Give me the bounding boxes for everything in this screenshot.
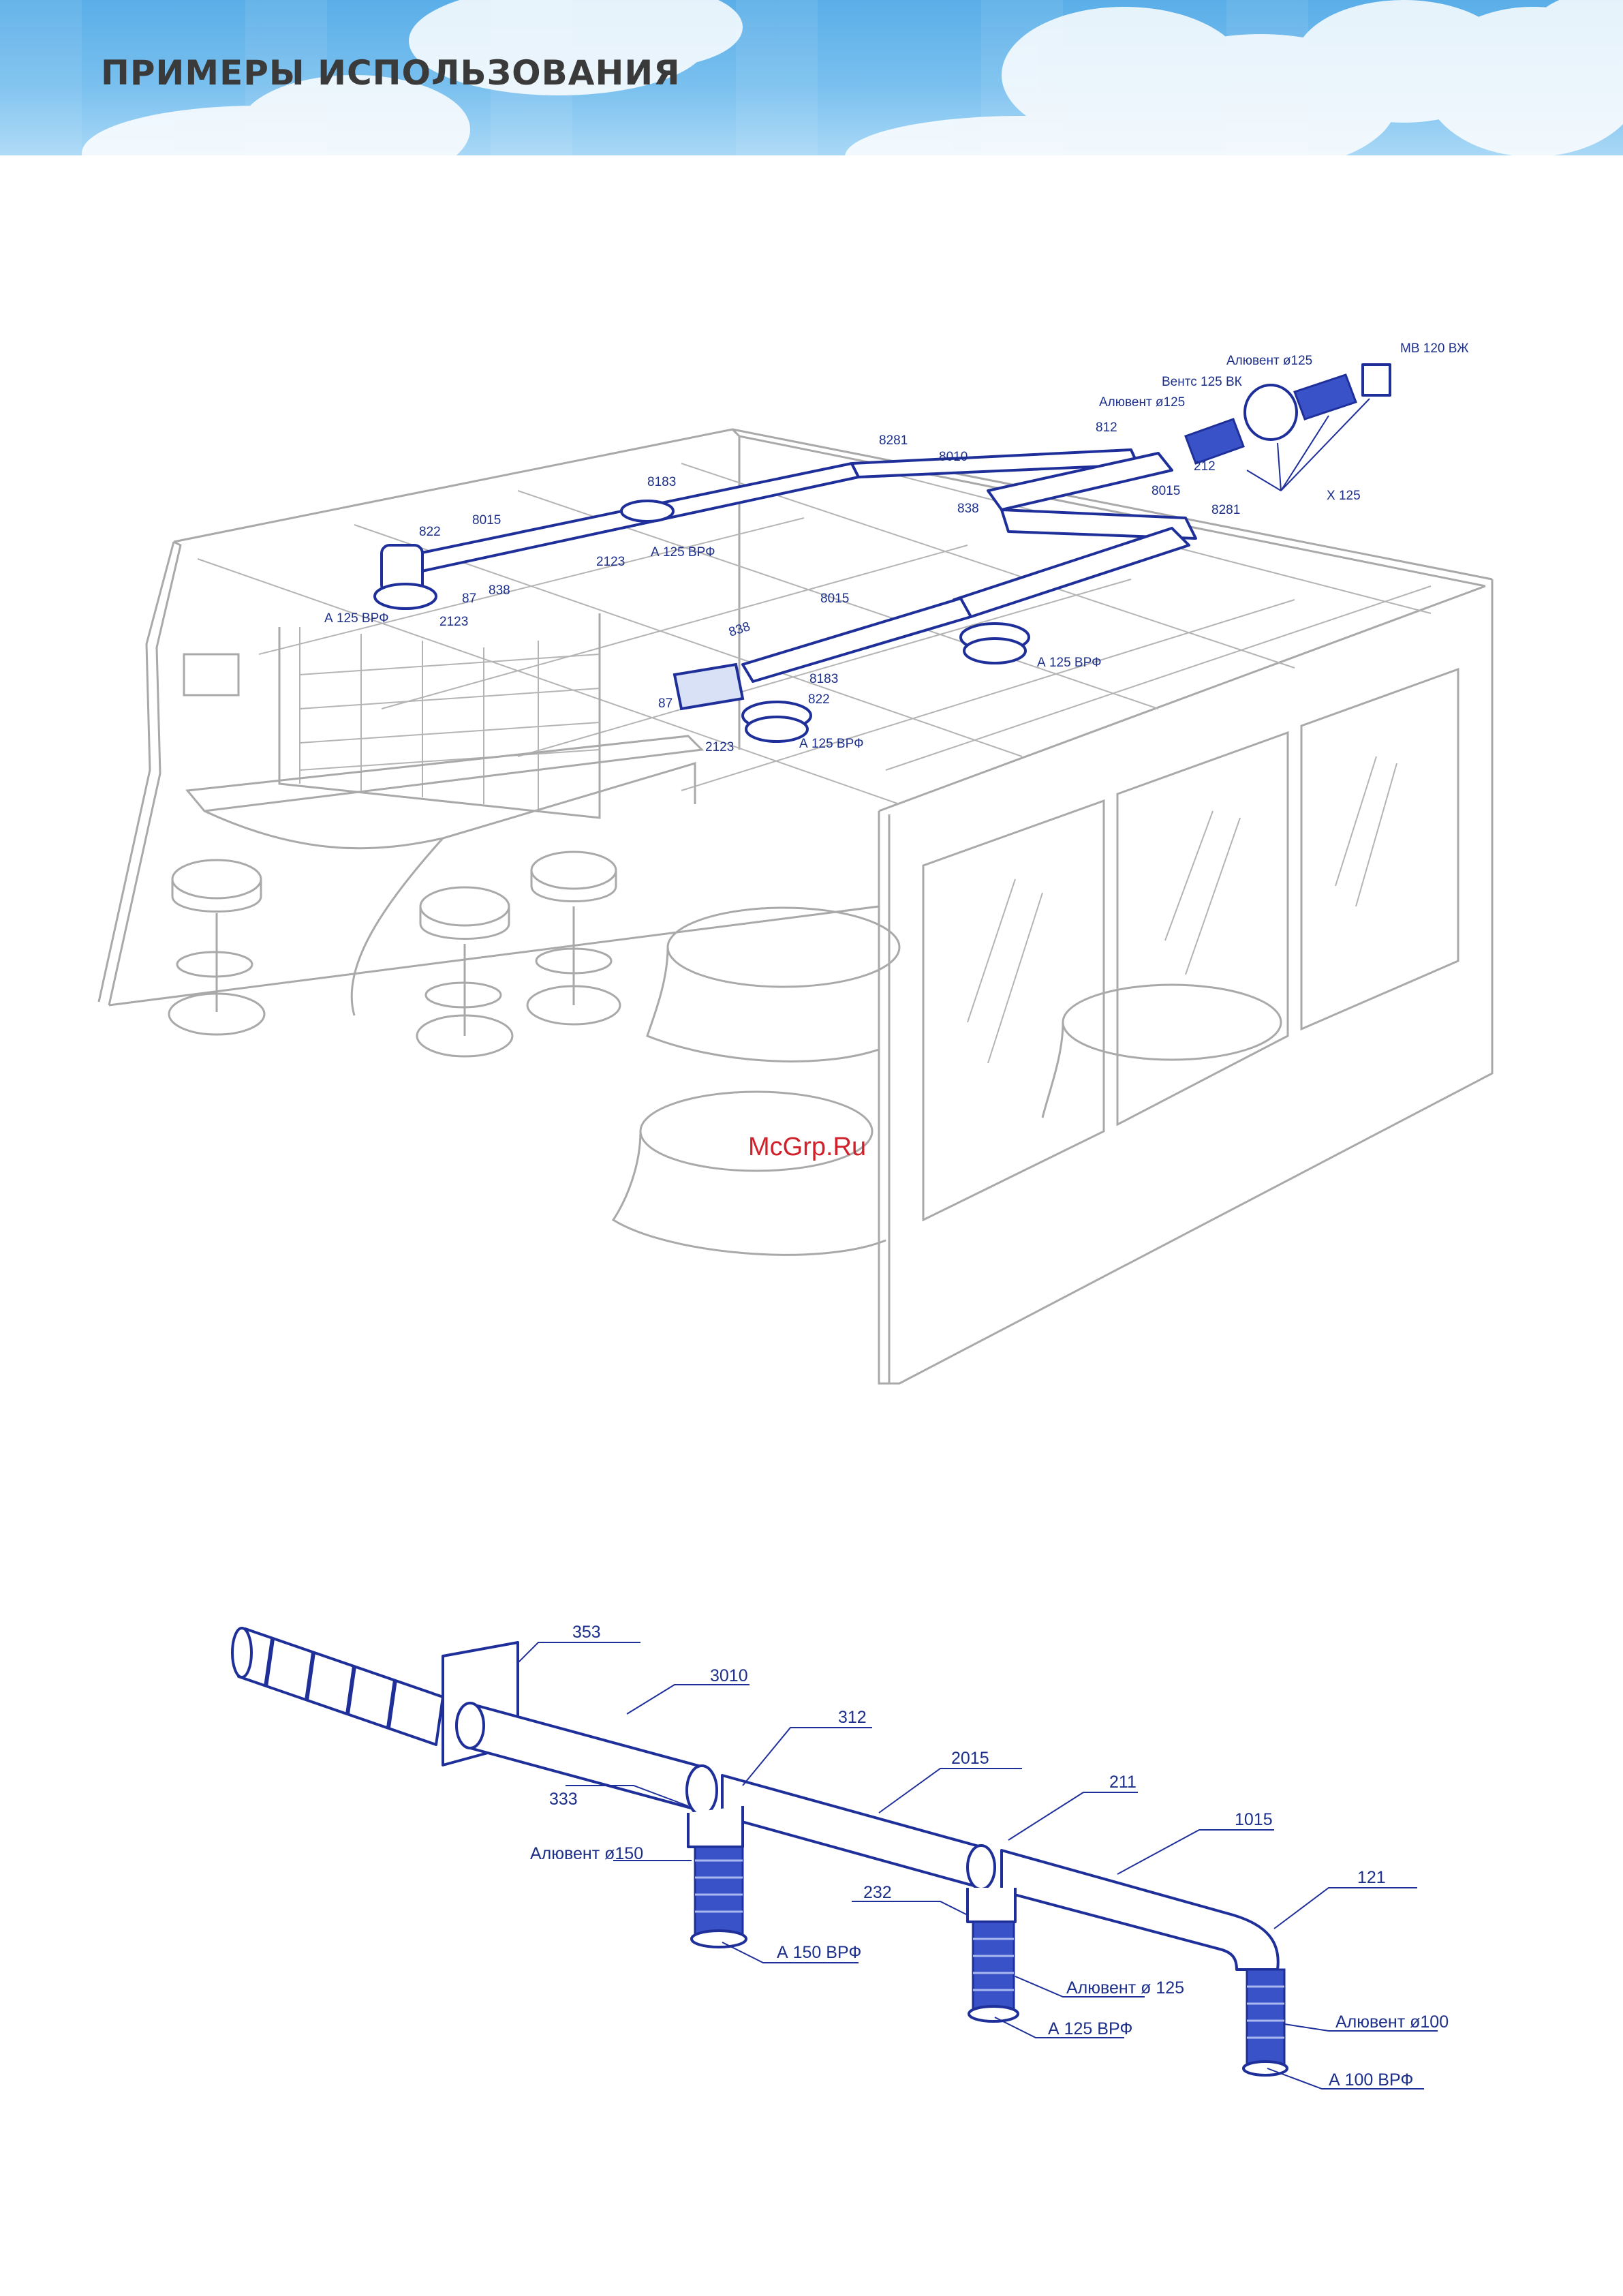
label-2123: 2123 xyxy=(596,555,625,569)
label-232: 232 xyxy=(863,1883,892,1902)
header-banner: ПРИМЕРЫ ИСПОЛЬЗОВАНИЯ xyxy=(0,0,1623,155)
ceiling-diffuser xyxy=(373,583,437,610)
stool xyxy=(168,859,266,1036)
label-aluvent-150: Алювент ø150 xyxy=(530,1844,643,1863)
label-8015: 8015 xyxy=(820,592,849,606)
label-8015: 8015 xyxy=(1151,484,1180,498)
tables xyxy=(611,906,1282,1256)
label-vents-125-vk: Вентс 125 ВК xyxy=(1162,375,1242,389)
drop-125 xyxy=(966,1888,1019,2023)
label-8183: 8183 xyxy=(647,475,676,489)
glass-partition xyxy=(922,667,1459,1222)
watermark: McGrp.Ru xyxy=(748,1133,867,1161)
label-8010: 8010 xyxy=(939,450,968,464)
wall-sign xyxy=(183,653,240,697)
label-812: 812 xyxy=(1096,420,1117,435)
label-mv-120-vzh: МВ 120 ВЖ xyxy=(1400,341,1469,356)
rectangular-duct-system xyxy=(373,363,1391,743)
main-pipe xyxy=(455,1702,1280,1971)
label-a125-vrf: А 125 ВРФ xyxy=(1048,2019,1132,2038)
label-8015: 8015 xyxy=(472,513,501,527)
bottom-diagram-labels: 353 3010 312 2015 211 1015 121 333 Алюве… xyxy=(530,1623,1449,2090)
duct-run xyxy=(953,527,1190,618)
duct-end xyxy=(673,662,745,711)
flexible-duct xyxy=(1184,418,1245,465)
round-duct-diagram: 353 3010 312 2015 211 1015 121 333 Алюве… xyxy=(231,1623,1449,2090)
label-87: 87 xyxy=(658,697,673,711)
label-2123: 2123 xyxy=(439,615,468,629)
label-8281: 8281 xyxy=(879,433,908,448)
label-aluvent-125: Алювент ø125 xyxy=(1099,395,1185,410)
label-822: 822 xyxy=(808,692,830,707)
duct-run xyxy=(1000,508,1197,540)
label-838: 838 xyxy=(957,502,979,516)
page-title: ПРИМЕРЫ ИСПОЛЬЗОВАНИЯ xyxy=(101,53,681,93)
label-aluvent-100: Алювент ø100 xyxy=(1335,2012,1449,2032)
label-838: 838 xyxy=(727,619,752,640)
label-212: 212 xyxy=(1194,459,1216,474)
stool xyxy=(416,886,514,1058)
label-2123: 2123 xyxy=(705,740,734,754)
clouds-background xyxy=(0,0,1623,155)
label-8281: 8281 xyxy=(1211,503,1240,517)
label-121: 121 xyxy=(1357,1868,1386,1887)
label-838: 838 xyxy=(489,583,510,598)
label-1015: 1015 xyxy=(1235,1810,1273,1829)
label-87: 87 xyxy=(462,592,476,606)
room-outline xyxy=(97,428,1494,1385)
drop-150 xyxy=(687,1806,747,1948)
label-353: 353 xyxy=(572,1623,601,1642)
label-a100-vrf: А 100 ВРФ xyxy=(1329,2070,1413,2090)
exhaust-grille xyxy=(1361,363,1391,397)
label-x-125: X 125 xyxy=(1327,489,1361,503)
ceiling-diffuser xyxy=(620,500,675,523)
label-8183: 8183 xyxy=(809,672,838,686)
duct-run xyxy=(987,452,1173,511)
label-312: 312 xyxy=(838,1708,867,1727)
flexible-duct xyxy=(1293,373,1357,420)
label-a125-vrf: А 125 ВРФ xyxy=(324,611,389,626)
duct-run xyxy=(741,597,972,683)
bar-stools xyxy=(168,851,621,1058)
label-333: 333 xyxy=(549,1790,578,1809)
bar-counter xyxy=(183,613,705,1016)
fan xyxy=(1243,384,1298,441)
label-2015: 2015 xyxy=(951,1749,989,1768)
label-a125-vrf: А 125 ВРФ xyxy=(651,545,715,560)
top-diagram-labels: 822 8015 8183 8281 8010 812 212 838 8015… xyxy=(324,341,1469,754)
cafe-ventilation-diagram: 822 8015 8183 8281 8010 812 212 838 8015… xyxy=(97,341,1494,1385)
label-aluvent-125: Алювент ø125 xyxy=(1226,354,1312,368)
label-211: 211 xyxy=(1109,1773,1137,1792)
label-3010: 3010 xyxy=(710,1666,748,1685)
label-a125-vrf: А 125 ВРФ xyxy=(799,737,864,751)
stool xyxy=(526,851,621,1026)
label-a125-vrf: А 125 ВРФ xyxy=(1037,656,1102,670)
leader-lines xyxy=(517,1642,1438,2090)
label-a150-vrf: А 150 ВРФ xyxy=(777,1943,861,1962)
label-822: 822 xyxy=(419,525,441,539)
label-aluvent-125: Алювент ø 125 xyxy=(1066,1978,1184,1997)
drop-100 xyxy=(1242,1968,1288,2077)
